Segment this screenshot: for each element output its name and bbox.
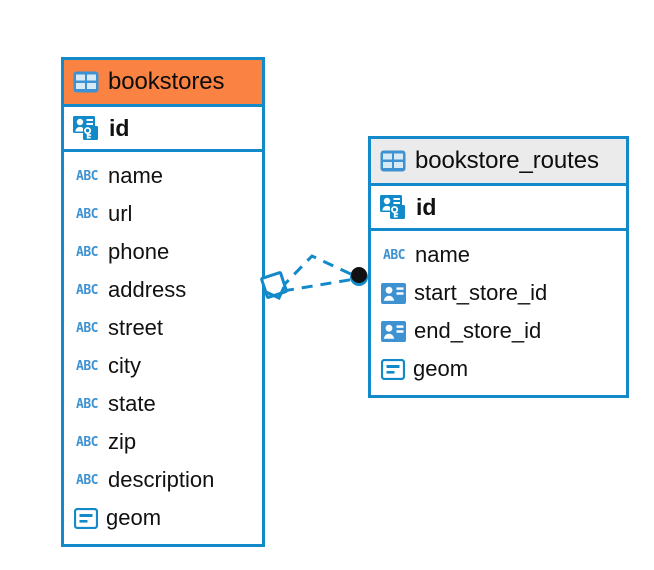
abc-icon-text: ABC (383, 247, 405, 263)
attribute-label: street (108, 315, 164, 340)
abc-icon: ABC (74, 472, 100, 488)
primary-key-row-bookstore-routes[interactable]: id (371, 186, 626, 231)
primary-key-row-bookstores[interactable]: id (64, 107, 262, 152)
attribute-label: geom (106, 505, 162, 530)
attribute-list-bookstore-routes: ABC name start_store_id (371, 231, 626, 388)
attribute-row[interactable]: start_store_id (371, 274, 626, 312)
geometry-icon (74, 507, 98, 529)
abc-icon: ABC (74, 282, 100, 298)
entity-header-bookstore-routes[interactable]: bookstore_routes (371, 139, 626, 186)
attribute-row[interactable]: ABC zip (64, 423, 262, 461)
abc-icon-text: ABC (76, 168, 98, 184)
abc-icon: ABC (74, 434, 100, 450)
filled-circle-marker (350, 267, 368, 286)
abc-icon-text: ABC (76, 396, 98, 412)
attribute-label: phone (108, 239, 170, 264)
entity-header-bookstores[interactable]: bookstores (64, 60, 262, 107)
primary-key-label: id (109, 114, 130, 141)
abc-icon-text: ABC (76, 472, 98, 488)
table-icon (380, 150, 406, 172)
abc-icon-text: ABC (76, 434, 98, 450)
attribute-label: name (108, 163, 164, 188)
abc-icon: ABC (74, 168, 100, 184)
attribute-label: end_store_id (414, 318, 542, 343)
foreign-key-icon (381, 320, 406, 342)
primary-key-icon (380, 193, 408, 221)
attribute-label: name (415, 242, 471, 267)
abc-icon-text: ABC (76, 244, 98, 260)
attribute-row[interactable]: geom (371, 350, 626, 388)
attribute-label: state (108, 391, 156, 416)
foreign-key-icon (381, 282, 406, 304)
attribute-label: geom (413, 356, 469, 381)
attribute-row[interactable]: ABC state (64, 385, 262, 423)
entity-bookstore-routes[interactable]: bookstore_routes id (368, 136, 629, 398)
primary-key-icon (73, 114, 101, 142)
attribute-label: description (108, 467, 215, 492)
attribute-row[interactable]: ABC url (64, 195, 262, 233)
abc-icon-text: ABC (76, 206, 98, 222)
attribute-list-bookstores: ABC name ABC url ABC phone ABC (64, 152, 262, 537)
abc-icon: ABC (74, 320, 100, 336)
abc-icon-text: ABC (76, 320, 98, 336)
attribute-row[interactable]: ABC city (64, 347, 262, 385)
primary-key-label: id (416, 193, 437, 220)
geometry-icon (381, 358, 405, 380)
entity-bookstores[interactable]: bookstores id (61, 57, 265, 547)
attribute-label: city (108, 353, 141, 378)
attribute-row[interactable]: ABC name (371, 236, 626, 274)
attribute-row[interactable]: ABC description (64, 461, 262, 499)
attribute-row[interactable]: ABC phone (64, 233, 262, 271)
attribute-row[interactable]: ABC street (64, 309, 262, 347)
attribute-row[interactable]: ABC name (64, 157, 262, 195)
attribute-row[interactable]: end_store_id (371, 312, 626, 350)
attribute-label: start_store_id (414, 280, 548, 305)
abc-icon: ABC (381, 247, 407, 263)
abc-icon: ABC (74, 358, 100, 374)
diamond-marker (260, 271, 288, 300)
abc-icon-text: ABC (76, 282, 98, 298)
entity-title: bookstores (108, 68, 225, 95)
relationship-line-upper (279, 254, 356, 290)
abc-icon-text: ABC (76, 358, 98, 374)
attribute-row[interactable]: geom (64, 499, 262, 537)
attribute-row[interactable]: ABC address (64, 271, 262, 309)
relationship-line-lower (282, 277, 356, 293)
abc-icon: ABC (74, 206, 100, 222)
table-icon (73, 71, 99, 93)
attribute-label: zip (108, 429, 137, 454)
abc-icon: ABC (74, 396, 100, 412)
attribute-label: address (108, 277, 187, 302)
entity-title: bookstore_routes (415, 147, 599, 174)
attribute-label: url (108, 201, 133, 226)
abc-icon: ABC (74, 244, 100, 260)
